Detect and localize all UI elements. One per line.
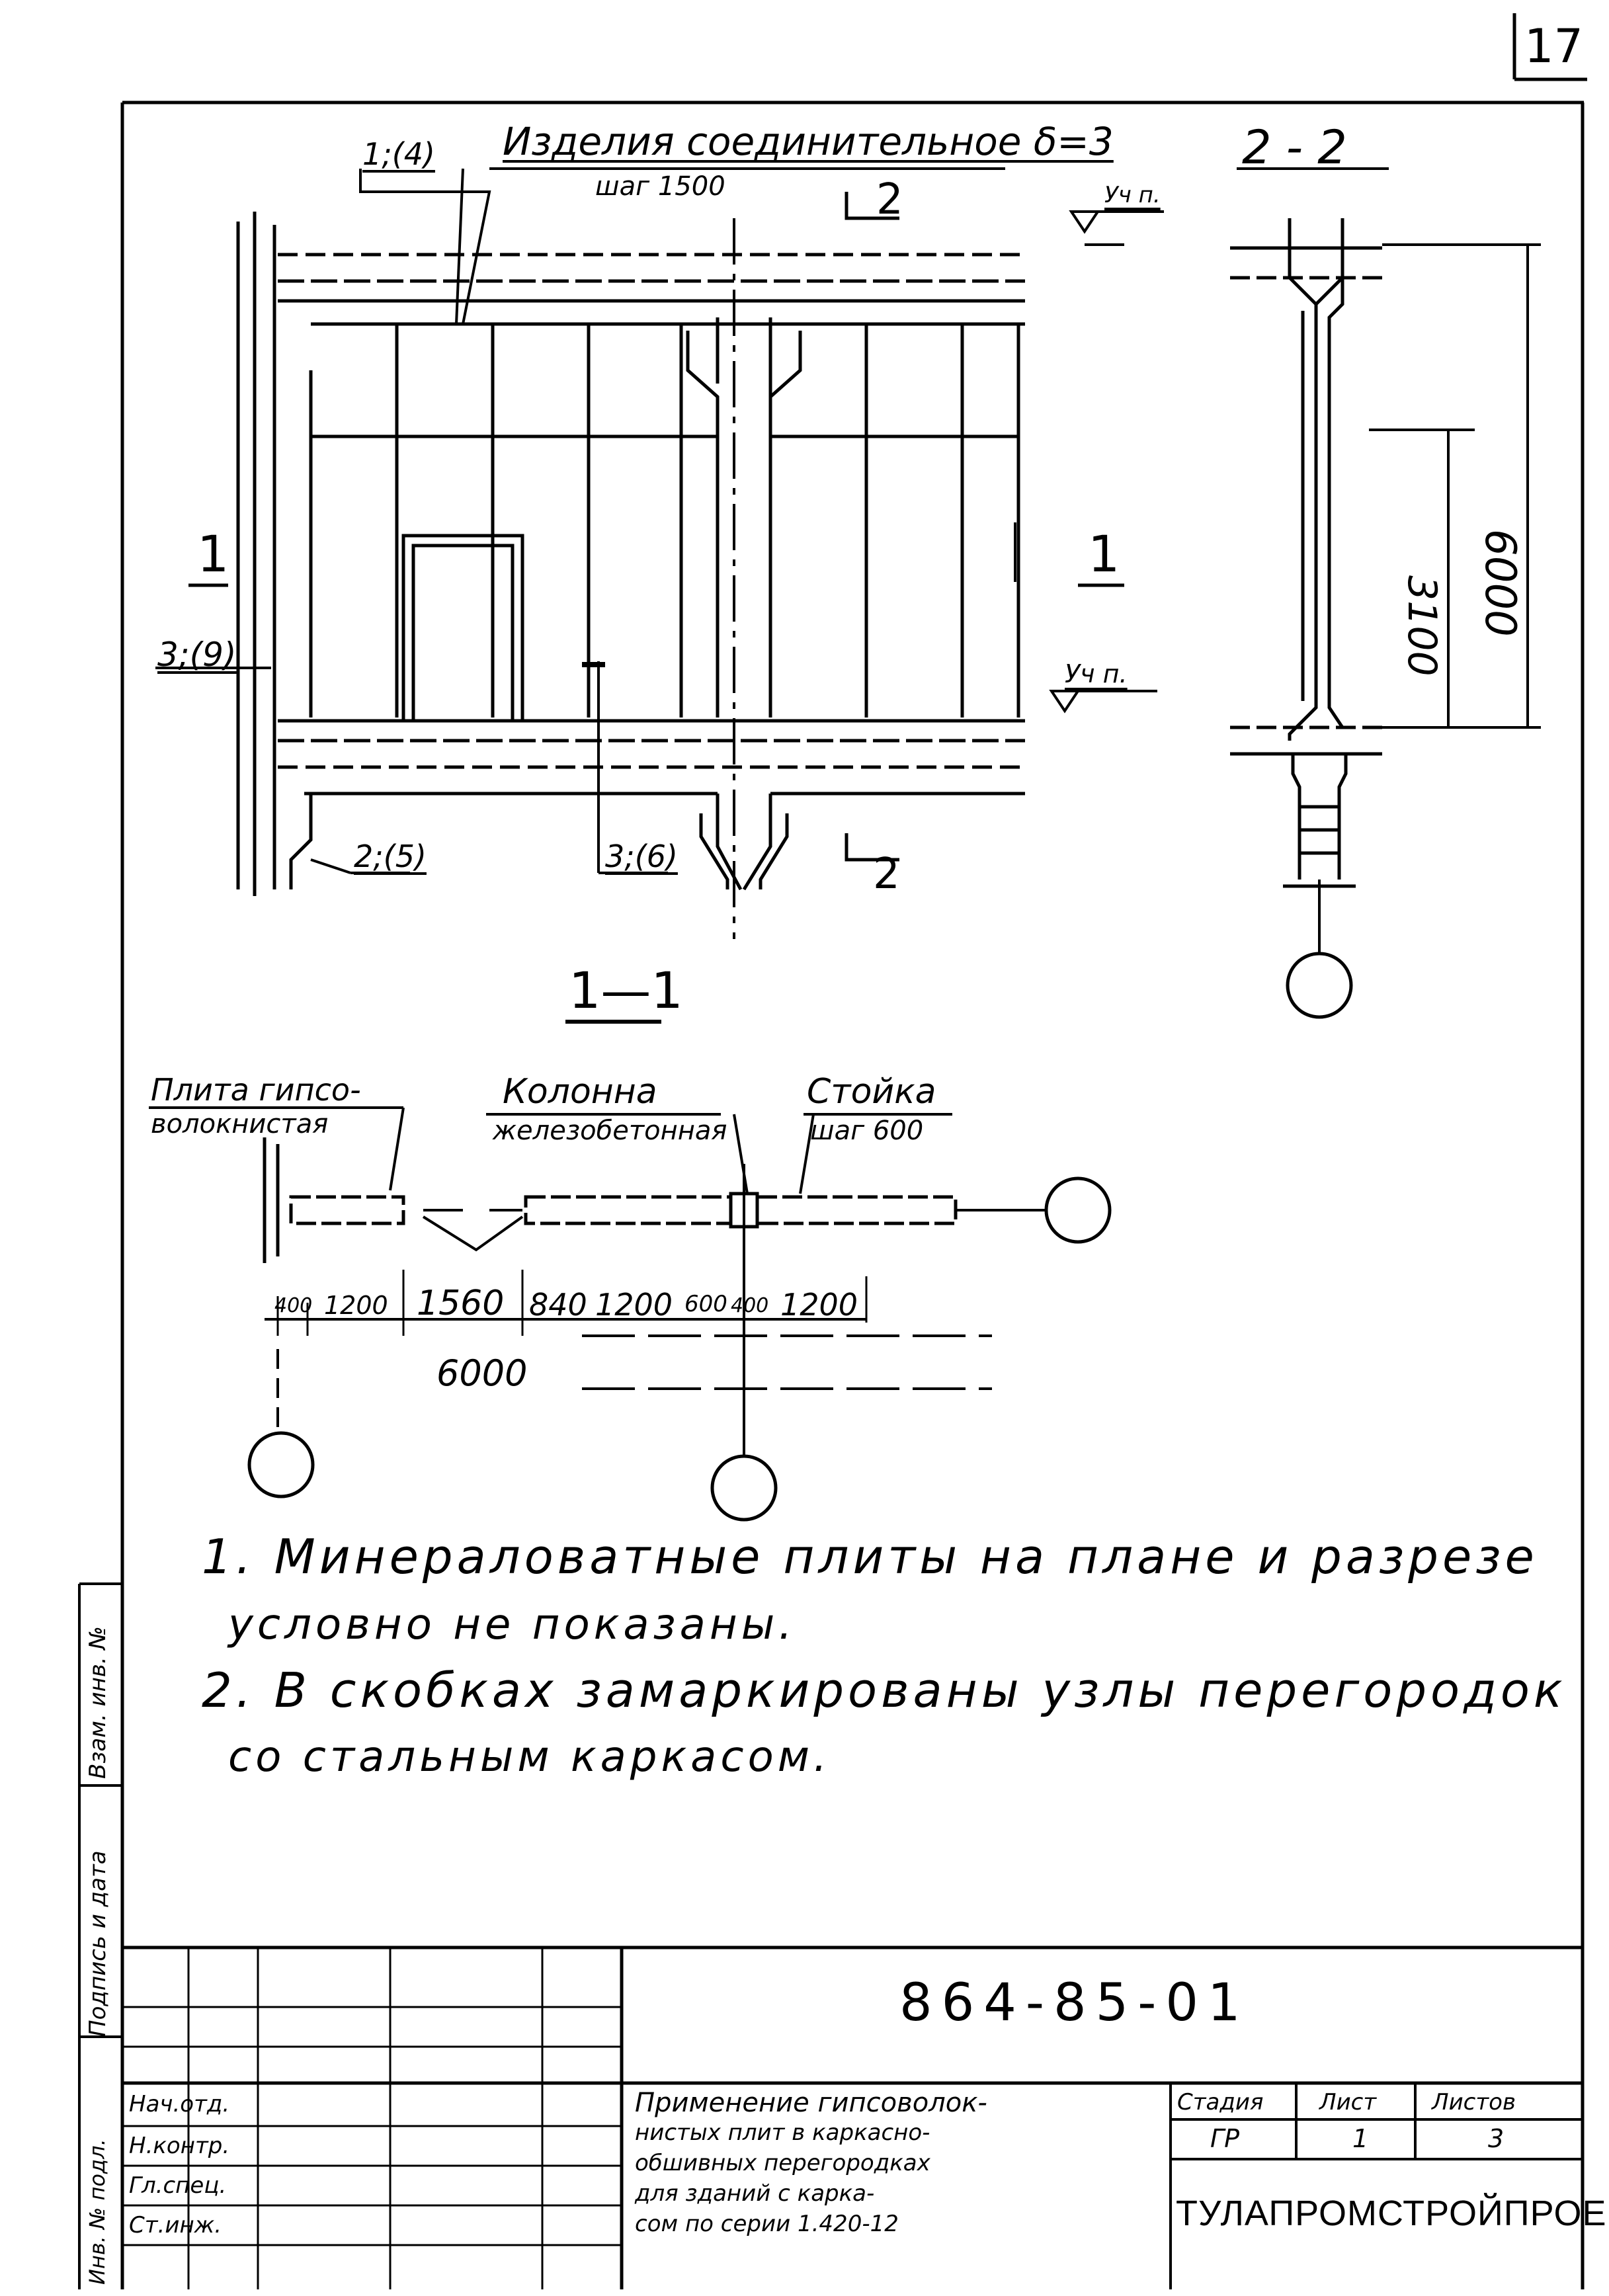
side-stamp-inv: Инв. № подл.	[85, 2139, 110, 2285]
axis-bubble-2-2	[1286, 952, 1353, 1019]
level-mark-top: Уч п.	[1104, 182, 1161, 208]
label-plate-line2: волокнистая	[151, 1109, 329, 1139]
label-post-line2: шаг 600	[810, 1116, 924, 1146]
note-1-line1: 1. Минераловатные плиты на плане и разре…	[202, 1529, 1538, 1584]
section-mark-2-bottom: 2	[873, 850, 900, 899]
label-column-line2: железобетонная	[493, 1116, 727, 1146]
section-2-2-view	[1230, 167, 1541, 952]
role-head-of-dept: Нач.отд.	[129, 2091, 230, 2117]
section-mark-2-top: 2	[876, 175, 903, 224]
level-mark-mid: Уч п.	[1065, 659, 1128, 688]
description-line-4: для зданий с карка-	[635, 2180, 875, 2207]
description-line-5: сом по серии 1.420-12	[635, 2211, 899, 2237]
label-node-3-9: 3;(9)	[157, 636, 237, 674]
dim-3100-vertical: 3100	[1399, 575, 1445, 676]
side-stamp-signature: Подпись и дата	[85, 1850, 111, 2037]
sheet-frame	[120, 13, 1587, 2289]
dim-600: 600	[684, 1291, 727, 1317]
side-stamp-replace: Взам. инв. №	[85, 1626, 111, 1779]
head-sheets: Листов	[1432, 2089, 1516, 2115]
label-node-1-4: 1;(4)	[362, 136, 435, 172]
value-stage: ГР	[1210, 2124, 1240, 2153]
section-1-1-view	[149, 1020, 1045, 1455]
label-product-step: шаг 1500	[595, 171, 725, 202]
note-2-line1: 2. В скобках замаркированы узлы перегоро…	[202, 1662, 1567, 1718]
organization-name: ТУЛАПРОМСТРОЙПРОЕКТ	[1176, 2194, 1609, 2233]
label-plate-line1: Плита гипсо-	[151, 1072, 361, 1108]
description-line-1: Применение гипсоволок-	[635, 2088, 987, 2118]
side-stamp-frame	[78, 1582, 122, 2289]
head-sheet: Лист	[1319, 2089, 1377, 2115]
section-mark-1-right: 1	[1088, 524, 1120, 583]
axis-bubble-1-1-left	[247, 1431, 315, 1498]
value-sheets: 3	[1488, 2124, 1505, 2153]
elevation-view	[155, 167, 1164, 939]
description-line-3: обшивных перегородках	[635, 2150, 930, 2176]
page-number: 17	[1524, 19, 1584, 73]
role-chief-specialist: Гл.спец.	[129, 2172, 227, 2199]
dim-6000-vertical: 6000	[1475, 529, 1524, 637]
label-post-line1: Стойка	[807, 1072, 936, 1112]
description-line-2: нистых плит в каркасно-	[635, 2119, 930, 2146]
section-2-2-title: 2 - 2	[1242, 120, 1347, 175]
section-mark-1-left: 1	[197, 524, 229, 583]
role-senior-engineer: Ст.инж.	[129, 2212, 222, 2238]
dim-1560: 1560	[417, 1284, 505, 1323]
dim-840: 840	[529, 1287, 587, 1323]
label-column-line1: Колонна	[503, 1072, 657, 1112]
note-2-line2: со стальным каркасом.	[228, 1733, 831, 1782]
axis-bubble-1-1-center	[710, 1454, 778, 1522]
section-1-1-title: 1—1	[569, 961, 683, 1020]
title-block-grid	[122, 1946, 1583, 2289]
dim-1200-b: 1200	[595, 1287, 673, 1323]
label-node-2-5: 2;(5)	[354, 839, 427, 874]
dim-1200-a: 1200	[324, 1291, 388, 1320]
label-node-3-6: 3;(6)	[605, 839, 678, 874]
dim-6000-total: 6000	[436, 1352, 528, 1394]
label-connecting-product: Изделия соединительное δ=3	[503, 119, 1114, 164]
dim-400-col: 400	[731, 1294, 769, 1317]
value-sheet: 1	[1352, 2124, 1369, 2153]
role-norm-control: Н.контр.	[129, 2133, 230, 2159]
axis-bubble-1-1-right	[1044, 1176, 1112, 1244]
doc-code: 864-85-01	[899, 1973, 1250, 2033]
dim-1200-c: 1200	[780, 1287, 858, 1323]
note-1-line2: условно не показаны.	[228, 1600, 796, 1649]
dim-400-left: 400	[274, 1294, 313, 1317]
head-stage: Стадия	[1177, 2089, 1264, 2115]
